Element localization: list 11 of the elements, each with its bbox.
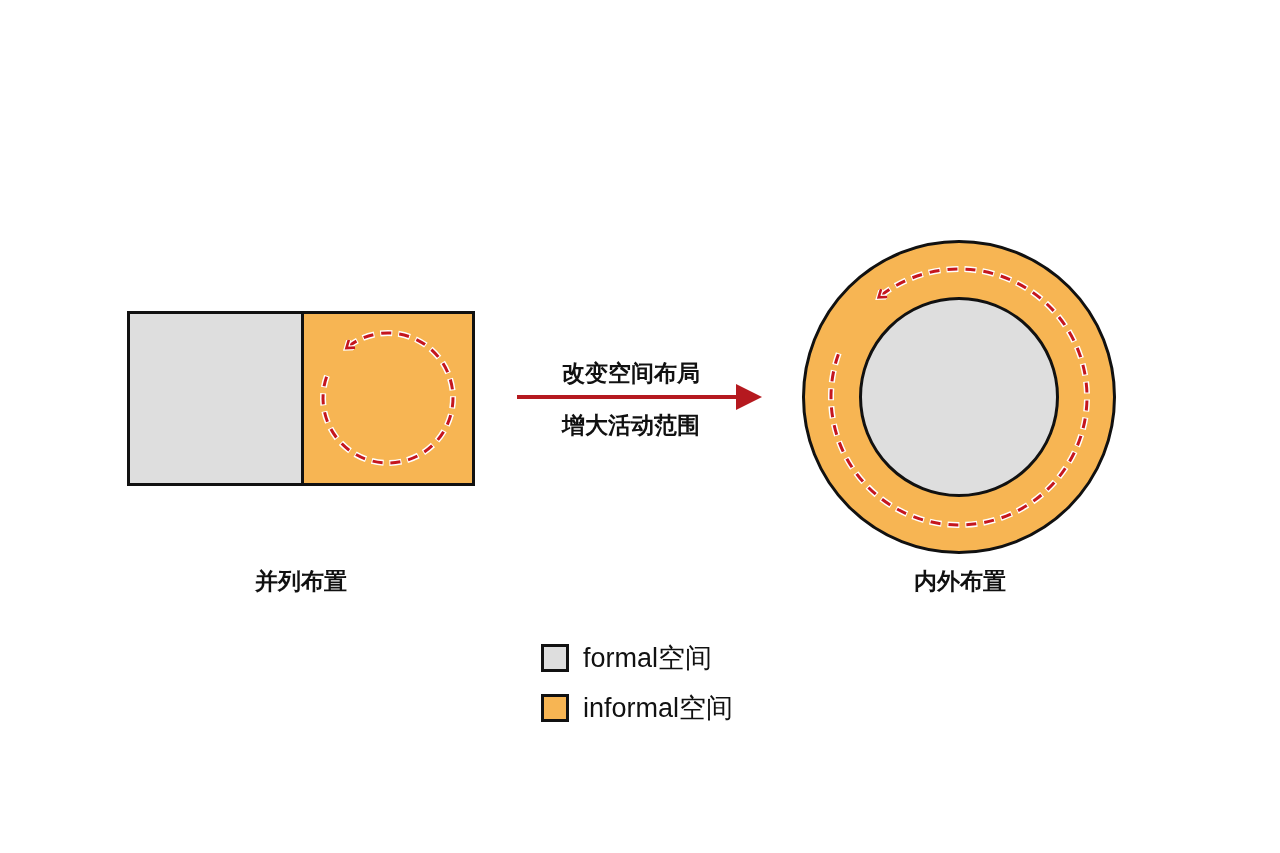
caption-text: 增大活动范围 xyxy=(562,411,700,440)
space-circle xyxy=(859,297,1059,497)
arrow xyxy=(517,384,762,410)
space-box xyxy=(127,311,304,486)
caption-text: 并列布置 xyxy=(255,567,347,596)
space-box xyxy=(301,311,475,486)
legend-label: formal空间 xyxy=(583,642,712,675)
caption-text: 改变空间布局 xyxy=(562,359,700,388)
legend-label: informal空间 xyxy=(583,692,734,725)
space-circle xyxy=(802,240,1116,554)
caption-text: 内外布置 xyxy=(914,567,1006,596)
